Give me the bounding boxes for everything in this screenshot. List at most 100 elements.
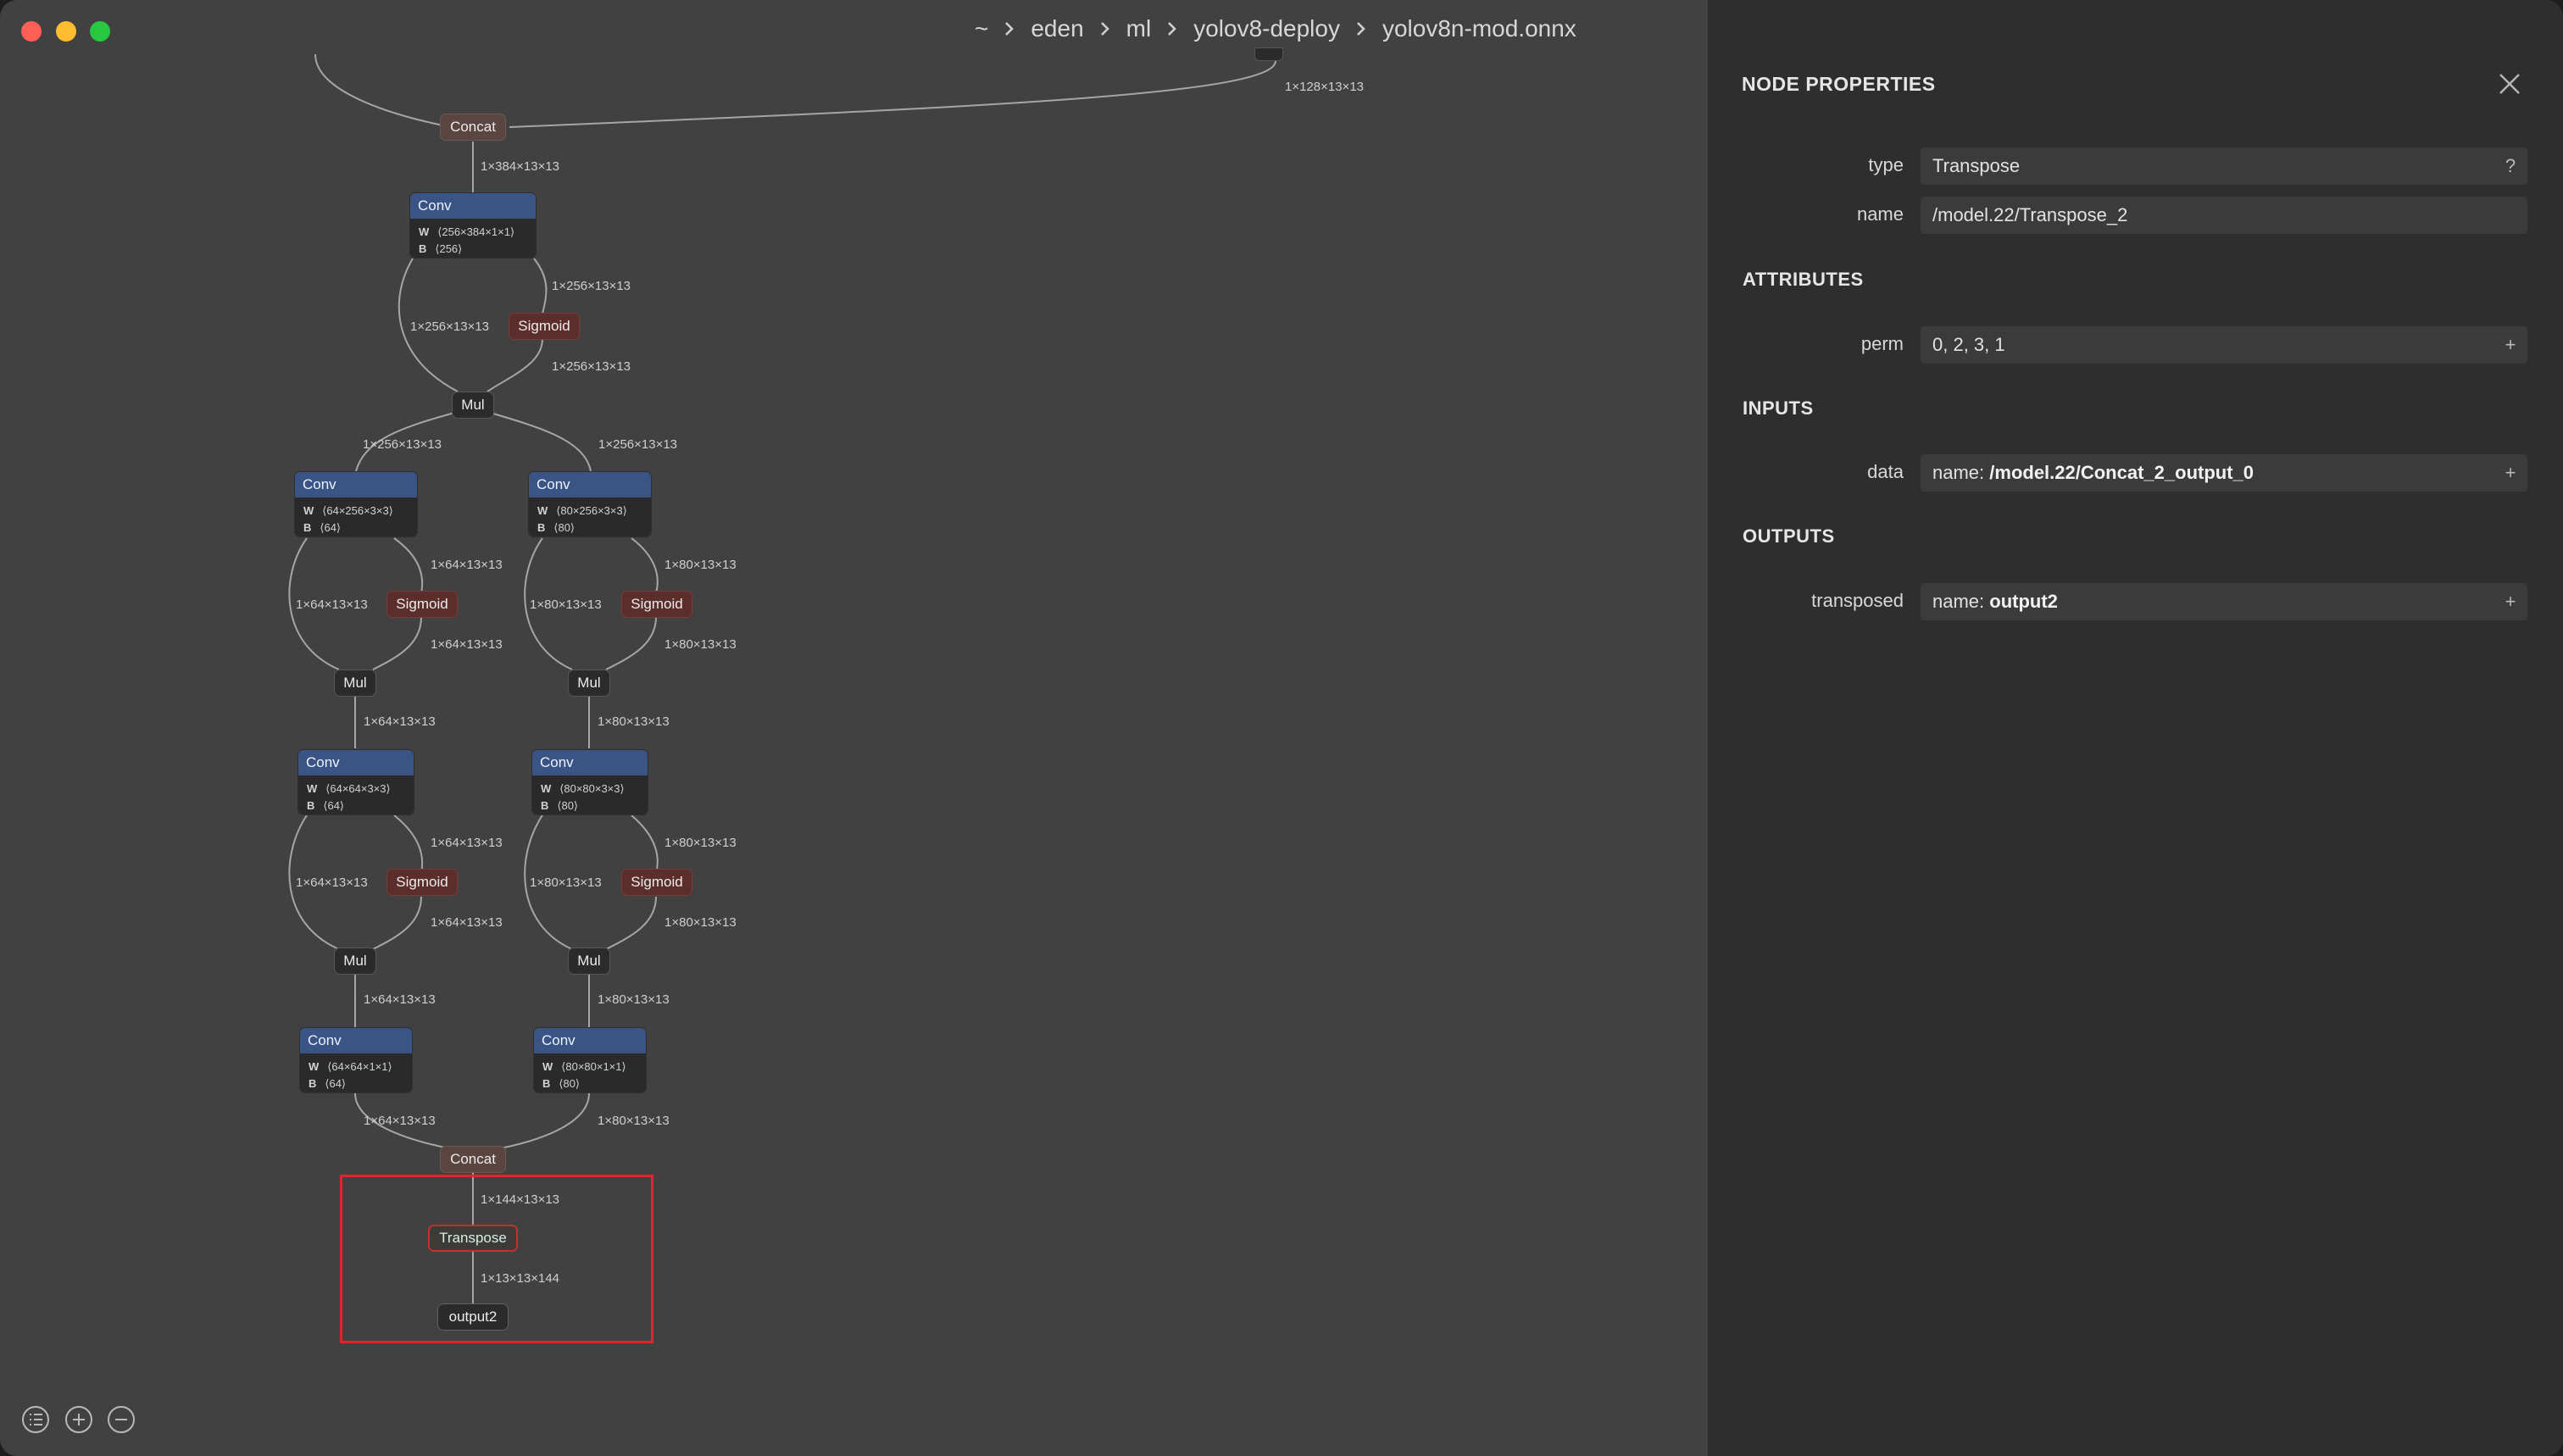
node-weight: W⟨64×64×3×3⟩ <box>307 782 391 795</box>
edge-label: 1×80×13×13 <box>664 558 737 572</box>
node-sigmoid[interactable]: Sigmoid <box>509 313 580 340</box>
edge-label: 1×256×13×13 <box>552 359 631 374</box>
edge-label: 1×64×13×13 <box>296 875 368 890</box>
node-title: Conv <box>410 193 536 219</box>
node-mul[interactable]: Mul <box>334 670 376 697</box>
window-minimize-button[interactable] <box>56 21 76 42</box>
node-title: Conv <box>298 750 414 775</box>
node-mul[interactable]: Mul <box>568 948 610 975</box>
breadcrumb-item[interactable]: ml <box>1126 15 1152 42</box>
outputs-heading: OUTPUTS <box>1743 525 1835 547</box>
perm-value: 0, 2, 3, 1 <box>1932 334 2005 355</box>
node-bias: B⟨64⟩ <box>307 799 344 812</box>
edge <box>524 814 573 950</box>
node-weight: W⟨80×80×1×1⟩ <box>542 1060 626 1073</box>
node-bias: B⟨256⟩ <box>419 242 463 255</box>
node-conv[interactable]: Conv W⟨80×80×3×3⟩ B⟨80⟩ <box>531 749 648 815</box>
expand-icon[interactable]: + <box>2505 591 2516 612</box>
node-conv[interactable]: Conv W⟨256×384×1×1⟩ B⟨256⟩ <box>409 192 537 258</box>
output-field[interactable]: name: output2 + <box>1921 583 2527 620</box>
zoom-out-icon[interactable] <box>106 1404 136 1435</box>
node-title: Conv <box>529 472 651 497</box>
breadcrumb-item[interactable]: eden <box>1031 15 1084 42</box>
graph-canvas[interactable]: 1×128×13×13 1×384×13×13 1×256×13×13 1×25… <box>0 0 1708 1456</box>
node-sigmoid[interactable]: Sigmoid <box>621 869 692 896</box>
node-weight: W⟨64×256×3×3⟩ <box>303 504 393 517</box>
node-mul[interactable]: Mul <box>452 392 494 419</box>
breadcrumb-item[interactable]: yolov8-deploy <box>1193 15 1340 42</box>
edge-label: 1×256×13×13 <box>598 437 678 452</box>
breadcrumb-item-current[interactable]: yolov8n-mod.onnx <box>1382 15 1576 42</box>
edge-label: 1×80×13×13 <box>598 992 670 1007</box>
edge-label: 1×64×13×13 <box>296 597 368 612</box>
node-weight: W⟨256×384×1×1⟩ <box>419 225 515 238</box>
node-bias: B⟨80⟩ <box>537 521 575 534</box>
edge-label: 1×64×13×13 <box>431 836 503 850</box>
edge-label: 1×64×13×13 <box>364 992 436 1007</box>
window-close-button[interactable] <box>21 21 42 42</box>
edge <box>288 814 340 950</box>
close-icon[interactable] <box>2495 69 2524 98</box>
node-title: Conv <box>532 750 648 775</box>
edge-label: 1×13×13×144 <box>481 1271 560 1286</box>
offscreen-node-stub[interactable] <box>1254 47 1283 61</box>
node-mul[interactable]: Mul <box>334 948 376 975</box>
node-bias: B⟨80⟩ <box>541 799 578 812</box>
input-label: data <box>1867 461 1904 482</box>
help-icon[interactable]: ? <box>2505 155 2516 176</box>
edge <box>631 537 659 594</box>
node-transpose-selected[interactable]: Transpose <box>428 1225 518 1252</box>
edge <box>393 537 424 594</box>
expand-icon[interactable]: + <box>2505 462 2516 483</box>
node-weight: W⟨80×80×3×3⟩ <box>541 782 625 795</box>
node-conv[interactable]: Conv W⟨80×80×1×1⟩ B⟨80⟩ <box>533 1027 647 1093</box>
perm-field[interactable]: 0, 2, 3, 1 + <box>1921 326 2527 364</box>
node-conv[interactable]: Conv W⟨80×256×3×3⟩ B⟨80⟩ <box>528 471 652 537</box>
edge <box>533 258 548 314</box>
node-concat[interactable]: Concat <box>440 114 506 141</box>
node-bias: B⟨64⟩ <box>309 1077 346 1090</box>
edge-label: 1×256×13×13 <box>552 279 631 293</box>
node-conv[interactable]: Conv W⟨64×64×3×3⟩ B⟨64⟩ <box>297 749 414 815</box>
edge <box>499 1092 590 1149</box>
edge <box>486 338 543 392</box>
edge <box>631 814 659 874</box>
node-sigmoid[interactable]: Sigmoid <box>386 591 458 618</box>
edge-label: 1×144×13×13 <box>481 1192 560 1207</box>
node-conv[interactable]: Conv W⟨64×256×3×3⟩ B⟨64⟩ <box>294 471 418 537</box>
node-sigmoid[interactable]: Sigmoid <box>621 591 692 618</box>
perm-label: perm <box>1860 333 1904 354</box>
edge-label: 1×80×13×13 <box>598 714 670 729</box>
type-field[interactable]: Transpose ? <box>1921 147 2527 185</box>
expand-icon[interactable]: + <box>2505 334 2516 355</box>
node-concat[interactable]: Concat <box>440 1146 506 1173</box>
zoom-in-icon[interactable] <box>64 1404 94 1435</box>
edge-label: 1×64×13×13 <box>431 915 503 930</box>
selection-highlight <box>340 1175 653 1343</box>
edge-label: 1×80×13×13 <box>664 836 737 850</box>
output-label: transposed <box>1811 590 1904 611</box>
edge <box>605 896 657 950</box>
node-sigmoid[interactable]: Sigmoid <box>386 869 458 896</box>
edge-label: 1×128×13×13 <box>1285 80 1365 94</box>
node-properties-panel: NODE PROPERTIES <box>1708 0 2563 1456</box>
list-icon[interactable] <box>20 1404 51 1435</box>
edge <box>393 814 424 874</box>
breadcrumb-item[interactable]: ~ <box>975 15 989 42</box>
name-field[interactable]: /model.22/Transpose_2 <box>1921 197 2527 234</box>
window-zoom-button[interactable] <box>90 21 110 42</box>
edge-label: 1×80×13×13 <box>664 915 737 930</box>
edge-label: 1×64×13×13 <box>364 714 436 729</box>
edge-label: 1×64×13×13 <box>431 558 503 572</box>
inputs-heading: INPUTS <box>1743 397 1814 419</box>
output-value: name: output2 <box>1932 591 2058 612</box>
node-weight: W⟨80×256×3×3⟩ <box>537 504 627 517</box>
node-title: Conv <box>300 1028 412 1053</box>
node-mul[interactable]: Mul <box>568 670 610 697</box>
node-output[interactable]: output2 <box>437 1303 509 1331</box>
edge-label: 1×384×13×13 <box>481 159 560 174</box>
edge-label: 1×256×13×13 <box>410 320 490 334</box>
input-field[interactable]: name: /model.22/Concat_2_output_0 + <box>1921 454 2527 492</box>
node-conv[interactable]: Conv W⟨64×64×1×1⟩ B⟨64⟩ <box>299 1027 413 1093</box>
chevron-right-icon <box>1166 21 1178 36</box>
